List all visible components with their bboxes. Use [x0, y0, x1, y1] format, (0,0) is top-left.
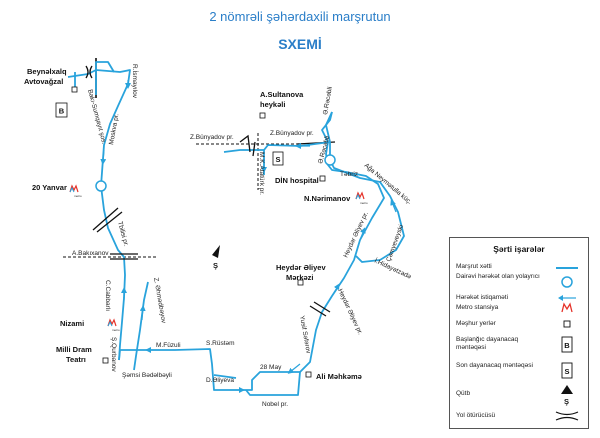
north-arrow-icon: Ş [212, 245, 220, 270]
map-subtitle: SXEMİ [278, 36, 322, 52]
label-asultanova-1: A.Sultanova [260, 90, 304, 99]
label-din-hospital: DİN hospital [275, 176, 319, 185]
end-stop-letter: S [275, 155, 280, 164]
label-dsliyeva: D.Əliyeva [206, 377, 234, 384]
legend-item-route: Marşrut xətti [456, 263, 492, 270]
legend-end-letter: S [564, 367, 569, 376]
legend-north-letter: Ş [564, 397, 569, 406]
label-abakixanov: A.Bakıxanov [72, 250, 109, 257]
label-yusif-seferov: Yusif Səfərov [298, 315, 312, 355]
label-milli-dram: Milli Dram [56, 345, 92, 354]
overpass-icon [85, 65, 331, 317]
label-moskva: Moskva pr. [108, 113, 120, 145]
label-avtovagzal: Avtovağzal [24, 77, 63, 86]
label-tebriz: Təbriz [340, 171, 358, 178]
end-stop-icon: S [272, 151, 284, 166]
north-arrow-icon: Ş [561, 385, 573, 406]
roundabout-icon [95, 180, 107, 192]
label-nnarimanov: N.Nərimanov [304, 194, 351, 203]
route-line-icon [556, 267, 578, 269]
label-srustem: S.Rüstəm [206, 340, 235, 347]
label-ihidayetzade: İ.Hidayətzadə [373, 256, 413, 281]
label-risma: R.İsmayılov [131, 64, 140, 99]
metro-icon [355, 192, 365, 200]
label-heydar-pr-lower: Heydər Əliyev pr. [336, 288, 363, 336]
label-erecebli-1: Ə.Rəcəbli [322, 86, 334, 115]
metro-icon [69, 185, 79, 193]
metro-badge: metro [74, 194, 82, 198]
landmark-icon [563, 320, 571, 328]
direction-arrow-icon [558, 295, 576, 301]
label-28-may: 28 May [260, 364, 282, 371]
label-mkataturk: M.K.Atatürk pr. [258, 152, 265, 195]
legend-item-overpass: Yol ötürücüsü [456, 412, 496, 419]
label-mfuzuli: M.Füzuli [156, 342, 181, 349]
overpass-icon [555, 411, 579, 421]
label-squrbanov: Ş.Qurbanov [110, 337, 117, 372]
legend-item-start: Başlanğıc dayanacaq məntəqəsi [456, 336, 519, 351]
label-nobel: Nobel pr. [262, 401, 288, 408]
metro-badge: metro [112, 328, 120, 332]
map-title: 2 nömrəli şəhərdaxili marşrutun [209, 9, 391, 24]
direction-arrows [100, 80, 397, 393]
end-stop-icon: S [561, 362, 573, 379]
label-20-yanvar: 20 Yanvar [32, 183, 67, 192]
map-labels: Beynəlxalq Avtovağzal R.İsmayılov Bakı-S… [24, 64, 413, 408]
legend-item-direction: Hərəkət istiqaməti [456, 294, 509, 301]
label-semsi: Şəmsi Bədəlbəyli [122, 372, 172, 379]
label-zbunyadov-1: Z.Bünyadov pr. [190, 134, 234, 141]
legend-item-north: Qütb [456, 390, 471, 397]
metro-icon [561, 302, 573, 313]
label-heydar-merkezi-1: Heydər Əliyev [276, 263, 326, 272]
label-beynelxalq: Beynəlxalq [27, 67, 67, 76]
label-heydar-merkezi-2: Mərkəzi [286, 273, 314, 282]
label-aga-neymetulla: Ağa Neymətulla küç. [363, 162, 413, 206]
legend-start-letter: B [564, 341, 570, 350]
label-nizami: Nizami [60, 319, 84, 328]
label-teatri: Teatrı [66, 355, 86, 364]
north-letter: Ş [213, 261, 218, 270]
label-ccabbarli: C.Cabbarlı [104, 280, 111, 311]
label-tbilisi: Tbilisi pr. [116, 221, 129, 248]
start-stop-icon: B [55, 102, 68, 118]
legend-item-roundabout: Dairəvi hərəkət olan yolayrıcı [456, 273, 540, 280]
label-asultanova-2: heykəli [260, 100, 285, 109]
label-cemyeverski: Çəmyeveyski [385, 224, 405, 263]
roundabout-icon [561, 276, 573, 288]
landmark-icon [71, 86, 326, 378]
label-zelimadbeyov: Z. Əhmədbəyov [152, 277, 167, 324]
label-zbunyadov-2: Z.Bünyadov pr. [270, 130, 314, 137]
label-ali-mekeme: Ali Məhkəmə [316, 372, 362, 381]
metro-icon [107, 319, 117, 327]
legend-item-metro: Metro stansiya [456, 304, 499, 311]
legend-panel: Şərti işarələr Marşrut xətti Dairəvi hər… [449, 237, 589, 429]
start-stop-letter: B [59, 107, 65, 116]
legend-title: Şərti işarələr [493, 244, 545, 254]
legend-item-end: Son dayanacaq məntəqəsi [456, 362, 533, 369]
start-stop-icon: B [561, 336, 573, 353]
legend-item-landmarks: Məşhur yerlər [456, 320, 496, 327]
roundabout-icon [324, 154, 336, 166]
metro-badge: metro [360, 201, 368, 205]
